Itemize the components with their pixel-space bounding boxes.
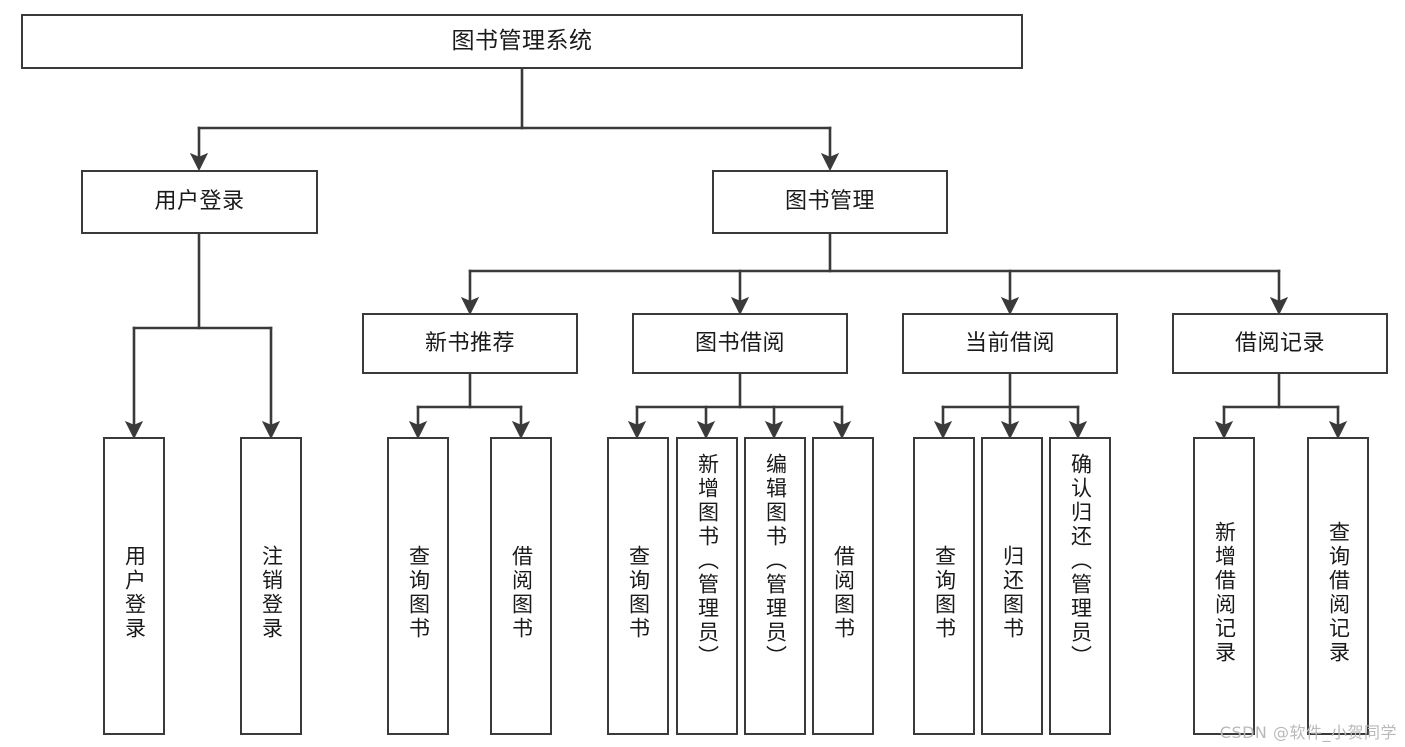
node-label: 当前借阅 xyxy=(964,330,1055,356)
leaf-current-borrow-return-book[interactable]: 归还图书 xyxy=(981,437,1043,735)
leaf-borrow-record-add-record[interactable]: 新增借阅记录 xyxy=(1193,437,1255,735)
leaf-book-borrow-edit-book-admin[interactable]: 编辑图书（管理员） xyxy=(744,437,806,735)
node-label: 查询图书 xyxy=(626,545,651,641)
node-label: 注销登录 xyxy=(259,545,284,641)
leaf-new-book-query-book[interactable]: 查询图书 xyxy=(387,437,449,735)
node-label: 用户登录 xyxy=(122,545,147,641)
node-label: 查询图书 xyxy=(932,545,957,641)
leaf-current-borrow-query-book[interactable]: 查询图书 xyxy=(913,437,975,735)
node-label: 借阅记录 xyxy=(1234,330,1325,356)
leaf-book-borrow-borrow-book[interactable]: 借阅图书 xyxy=(812,437,874,735)
node-label: 查询图书 xyxy=(406,545,431,641)
node-label: 借阅图书 xyxy=(509,545,534,641)
leaf-user-login-login[interactable]: 用户登录 xyxy=(103,437,165,735)
node-label: 编辑图书（管理员） xyxy=(763,453,788,669)
node-book-borrow[interactable]: 图书借阅 xyxy=(632,313,848,374)
leaf-book-borrow-query-book[interactable]: 查询图书 xyxy=(607,437,669,735)
leaf-borrow-record-query-record[interactable]: 查询借阅记录 xyxy=(1307,437,1369,735)
node-label: 确认归还（管理员） xyxy=(1068,453,1093,669)
node-label: 图书管理 xyxy=(784,189,875,215)
leaf-user-login-logout[interactable]: 注销登录 xyxy=(240,437,302,735)
node-label: 归还图书 xyxy=(1000,545,1025,641)
node-label: 新增图书（管理员） xyxy=(695,453,720,669)
node-label: 图书管理系统 xyxy=(451,27,593,54)
node-label: 用户登录 xyxy=(154,189,245,215)
node-root-book-management-system[interactable]: 图书管理系统 xyxy=(21,14,1023,69)
node-new-book-recommend[interactable]: 新书推荐 xyxy=(362,313,578,374)
node-user-login[interactable]: 用户登录 xyxy=(81,170,318,234)
node-label: 图书借阅 xyxy=(694,330,785,356)
node-label: 借阅图书 xyxy=(831,545,856,641)
node-label: 新增借阅记录 xyxy=(1212,521,1237,665)
leaf-current-borrow-confirm-return-admin[interactable]: 确认归还（管理员） xyxy=(1049,437,1111,735)
leaf-new-book-borrow-book[interactable]: 借阅图书 xyxy=(490,437,552,735)
node-label: 新书推荐 xyxy=(424,330,515,356)
node-current-borrow[interactable]: 当前借阅 xyxy=(902,313,1118,374)
node-borrow-record[interactable]: 借阅记录 xyxy=(1172,313,1388,374)
node-label: 查询借阅记录 xyxy=(1326,521,1351,665)
node-book-management[interactable]: 图书管理 xyxy=(712,170,948,234)
leaf-book-borrow-add-book-admin[interactable]: 新增图书（管理员） xyxy=(676,437,738,735)
